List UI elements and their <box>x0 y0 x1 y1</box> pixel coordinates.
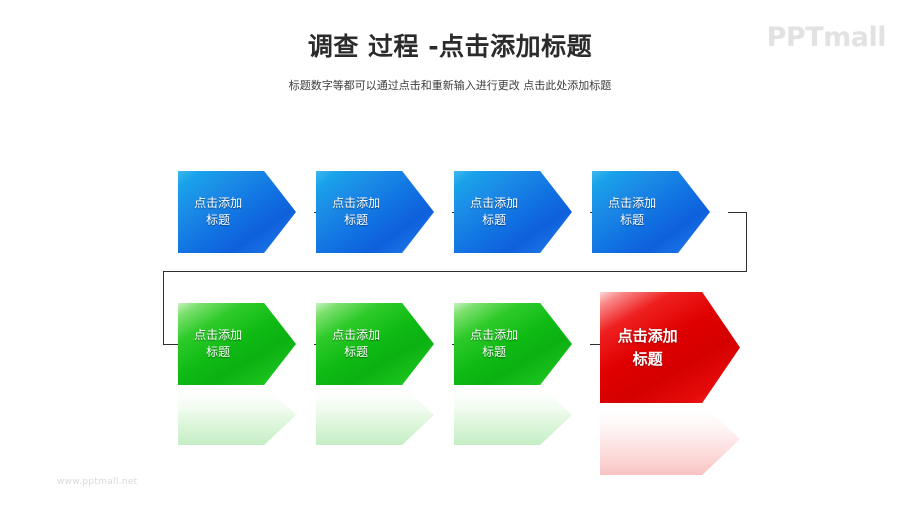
pptmall-logo: PPTmall <box>766 22 887 53</box>
process-step-blue-3[interactable]: 点击添加标题 <box>454 171 572 253</box>
page-title: 调查 过程 -点击添加标题 <box>307 32 593 61</box>
process-step-blue-3-label: 点击添加标题 <box>470 196 519 227</box>
connector-wrap-left-vertical <box>163 271 164 345</box>
process-step-green-3[interactable]: 点击添加标题 <box>454 303 572 385</box>
process-step-highlight-red[interactable]: 点击添加标题 <box>600 292 740 403</box>
process-step-blue-4-label: 点击添加标题 <box>608 196 657 227</box>
page-subtitle: 标题数字等都可以通过点击和重新输入进行更改 点击此处添加标题 <box>288 79 612 92</box>
connector-wrap-right-vertical <box>746 212 747 272</box>
process-step-green-2[interactable]: 点击添加标题 <box>316 303 434 385</box>
connector-wrap-middle-horizontal <box>163 271 747 272</box>
process-step-green-1-reflection <box>178 385 296 445</box>
connector-wrap-top-horizontal <box>728 212 747 213</box>
process-step-blue-2-label: 点击添加标题 <box>332 196 381 227</box>
process-step-green-3-reflection <box>454 385 572 445</box>
connector-wrap-into-green <box>163 344 185 345</box>
process-step-highlight-red-reflection <box>600 403 740 475</box>
process-step-green-1[interactable]: 点击添加标题 <box>178 303 296 385</box>
process-step-blue-1[interactable]: 点击添加标题 <box>178 171 296 253</box>
process-step-blue-1-label: 点击添加标题 <box>194 196 243 227</box>
process-step-green-2-reflection <box>316 385 434 445</box>
footer-url: www.pptmall.net <box>57 477 138 487</box>
process-step-highlight-red-label: 点击添加标题 <box>617 326 678 368</box>
process-step-green-1-label: 点击添加标题 <box>194 328 243 359</box>
process-step-blue-4[interactable]: 点击添加标题 <box>592 171 710 253</box>
process-step-green-2-label: 点击添加标题 <box>332 328 381 359</box>
process-step-green-3-label: 点击添加标题 <box>470 328 519 359</box>
process-step-blue-2[interactable]: 点击添加标题 <box>316 171 434 253</box>
